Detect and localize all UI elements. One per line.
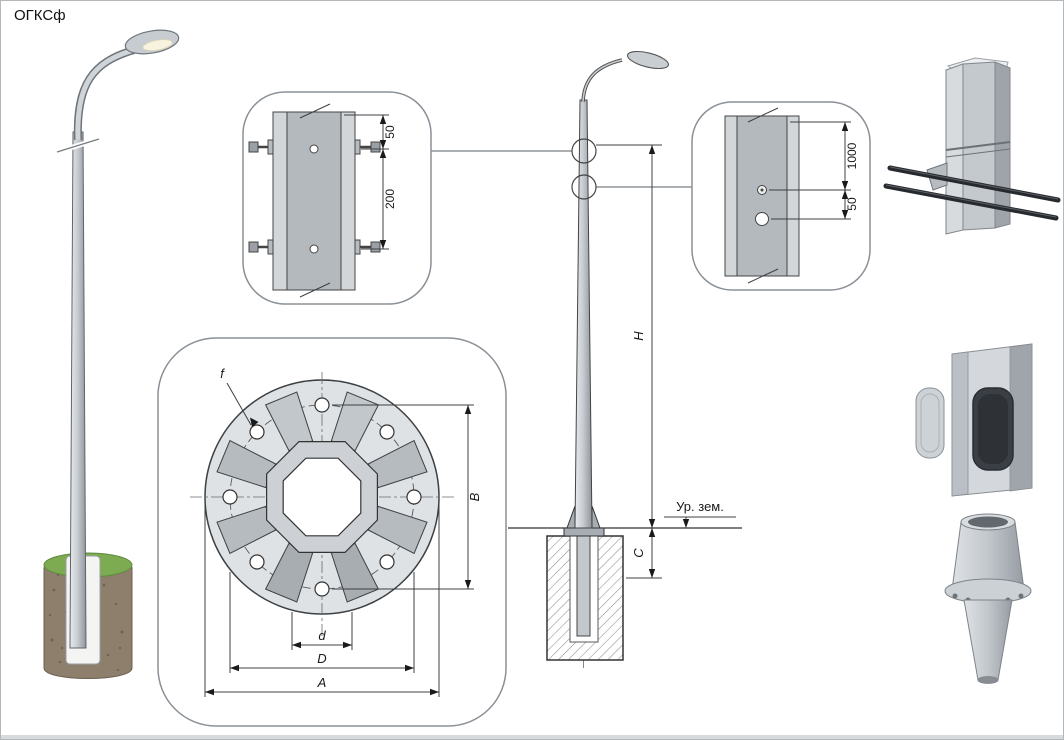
suspension-cable-2 [883,183,1059,221]
base-3d-render [944,513,1032,684]
bracket-detail-callout: 50 200 [242,91,432,305]
detail-marker-upper [571,138,597,164]
dim-label-b: B [467,492,482,501]
pole-3d-render [43,29,180,679]
dim-label-c: C [631,548,646,558]
pole-embedded [576,535,591,637]
lamp-arm-elevation [582,59,623,103]
dim-label-a: A [317,675,327,690]
plate-hole-top [309,144,319,154]
door-cover-plate [915,387,945,459]
mounting-band [945,141,1011,151]
dim-label-cable-50: 50 [845,197,859,211]
bolt-left-top [248,139,274,155]
flange-gussets [216,391,428,603]
bracket-plate [286,111,342,291]
base-flange [563,527,605,537]
dim-label-d: d [318,628,326,643]
base-top-opening [968,516,1008,528]
luminaire-elevation [627,50,669,70]
flange-bolt-holes [222,397,422,597]
ground-level-text: Ур. зем. [676,499,724,514]
break-mark [56,138,100,153]
detail-marker-lower [571,174,597,200]
dim-label-cable-1000: 1000 [845,142,859,169]
bottom-edge-strip [1,735,1063,739]
dim-label-bracket-200: 200 [383,189,397,209]
cable-plate [736,115,788,277]
flange-detail-callout: f B d D A [157,337,507,727]
clamp-3d-render [883,57,1061,235]
luminaire-3d [124,29,180,55]
base-flange-ring [944,578,1032,604]
dim-label-d-big: D [317,651,326,666]
pole-shaft-3d [69,131,87,649]
suspension-cable-1 [887,165,1061,203]
lamp-arm-3d [75,47,135,141]
bolt-right-top [354,139,381,155]
dim-label-h: H [631,331,646,341]
ground-level-label: Ур. зем. [664,499,736,528]
plate-hole-bottom [309,244,319,254]
cable-detail-callout: 1000 50 [691,101,871,291]
pole-octagon-hole [282,457,362,537]
drawing-title: ОГКСф [14,7,66,24]
bolt-left-bottom [248,239,274,255]
cable-hole [755,212,769,226]
dim-label-f: f [220,366,225,381]
dim-label-bracket-50: 50 [383,125,397,139]
bolt-right-bottom [354,239,381,255]
door-3d-render [915,343,1033,497]
pole-elevation-drawing: H C Ур. зем. [508,50,742,668]
